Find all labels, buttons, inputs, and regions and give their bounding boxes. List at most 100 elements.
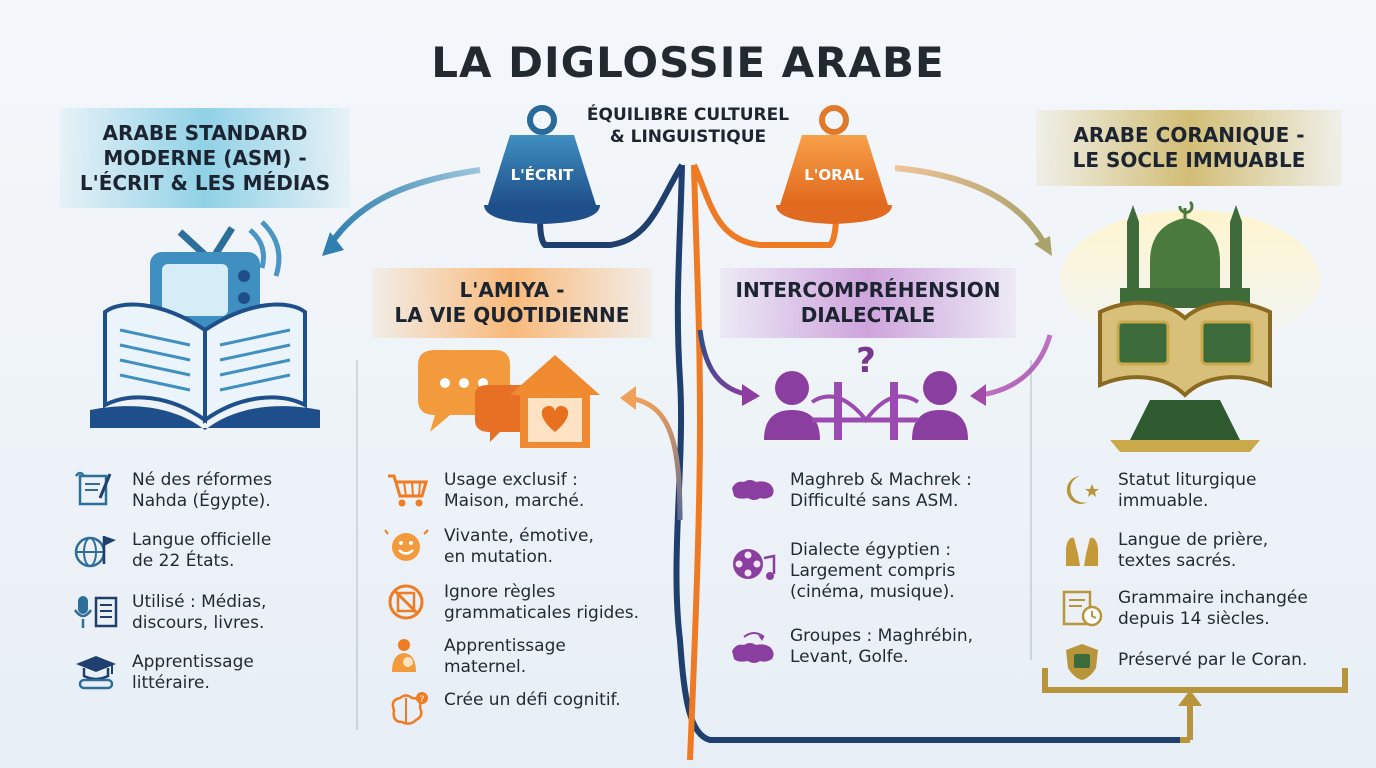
asm-title-line-2: MODERNE (ASM) - — [103, 145, 307, 170]
divider-asm-amiya — [356, 360, 358, 730]
coran-item-preserved: Préservé par le Coran. — [1058, 642, 1307, 682]
inter-title-line-1: INTERCOMPRÉHENSION — [735, 278, 1001, 302]
oral-weight — [776, 105, 892, 224]
asm-item-reforms-line-2: Nahda (Égypte). — [132, 491, 271, 511]
coran-item-liturgical-line-2: immuable. — [1118, 491, 1209, 511]
amiya-title-line-1: L'AMIYA - — [459, 278, 565, 302]
map-arrows-icon — [732, 632, 774, 663]
balance-orange-line — [687, 164, 704, 761]
page-title: LA DIGLOSSIE ARABE — [431, 38, 945, 87]
inter-item-egypt-line-3: (cinéma, musique). — [790, 582, 955, 602]
inter-item-groups-text: Groupes : Maghrébin, Levant, Golfe. — [778, 626, 973, 668]
inter-item-maghreb-line-2: Difficulté sans ASM. — [790, 491, 959, 511]
coran-item-prayer-line-2: textes sacrés. — [1118, 551, 1237, 571]
inter-item-groups-line-1: Groupes : Maghrébin, — [790, 626, 974, 646]
inter-item-maghreb: Maghreb & Machrek : Difficulté sans ASM. — [730, 470, 972, 512]
asm-item-official-line-2: de 22 États. — [132, 551, 235, 571]
arrow-up-to-amiya — [629, 395, 683, 521]
coran-item-prayer-text: Langue de prière, textes sacrés. — [1106, 530, 1268, 572]
inter-item-maghreb-text: Maghreb & Machrek : Difficulté sans ASM. — [778, 470, 972, 512]
amiya-item-cognitive-text: Crée un défi cognitif. — [432, 690, 621, 711]
asm-item-learning-line-2: littéraire. — [132, 673, 210, 693]
coran-item-grammar-line-1: Grammaire inchangée — [1118, 588, 1308, 608]
amiya-item-usage-line-1: Usage exclusif : — [444, 470, 578, 490]
coran-item-prayer-line-1: Langue de prière, — [1118, 530, 1269, 550]
arrow-to-inter-right — [979, 334, 1053, 398]
smiley-icon — [384, 529, 429, 561]
scroll-icon — [74, 471, 112, 506]
asm-item-media: Utilisé : Médias, discours, livres. — [72, 592, 266, 634]
amiya-item-living: Vivante, émotive, en mutation. — [384, 526, 594, 568]
arrow-ecrit-to-asm — [327, 167, 481, 247]
arab-map-icon — [732, 480, 774, 500]
coran-item-preserved-line-1: Préservé par le Coran. — [1118, 650, 1308, 670]
coran-item-grammar-text: Grammaire inchangée depuis 14 siècles. — [1106, 588, 1308, 630]
graduation-cap-icon — [76, 656, 116, 690]
coran-item-grammar-line-2: depuis 14 siècles. — [1118, 609, 1270, 629]
arrow-oral-to-coran — [894, 165, 1048, 247]
amiya-item-usage-line-2: Maison, marché. — [444, 491, 585, 511]
divider-inter-coran — [1030, 360, 1032, 660]
coran-banner: ARABE CORANIQUE - LE SOCLE IMMUABLE — [1036, 110, 1342, 186]
crescent-star-icon — [1066, 476, 1099, 504]
asm-item-learning-line-1: Apprentissage — [132, 652, 254, 672]
arrow-to-inter-left — [697, 329, 751, 398]
balance-title: ÉQUILIBRE CULTUREL & LINGUISTIQUE — [560, 104, 816, 148]
coran-item-preserved-text: Préservé par le Coran. — [1106, 642, 1307, 671]
coran-item-liturgical-line-1: Statut liturgique — [1118, 470, 1257, 490]
amiya-item-cognitive-line-1: Crée un défi cognitif. — [444, 690, 621, 710]
inter-item-maghreb-line-1: Maghreb & Machrek : — [790, 470, 972, 490]
quran-shield-icon — [1066, 644, 1098, 680]
asm-item-reforms: Né des réformes Nahda (Égypte). — [72, 470, 272, 512]
mosque-quran-illustration — [1060, 200, 1320, 452]
coran-bracket — [1042, 668, 1348, 693]
amiya-item-rules: Ignore règles grammaticales rigides. — [384, 582, 639, 624]
tv-book-illustration — [90, 220, 320, 430]
coran-item-liturgical: Statut liturgique immuable. — [1058, 470, 1257, 512]
amiya-item-living-line-2: en mutation. — [444, 547, 554, 567]
amiya-banner: L'AMIYA - LA VIE QUOTIDIENNE — [372, 268, 652, 338]
coran-title-line-2: LE SOCLE IMMUABLE — [1072, 148, 1306, 172]
asm-title-line-3: L'ÉCRIT & LES MÉDIAS — [79, 170, 331, 195]
balance-title-line-2: & LINGUISTIQUE — [609, 127, 767, 147]
asm-item-media-text: Utilisé : Médias, discours, livres. — [120, 592, 266, 634]
oral-weight-label: L'ORAL — [804, 166, 864, 184]
coran-item-grammar: Grammaire inchangée depuis 14 siècles. — [1058, 588, 1308, 630]
svg-text:?: ? — [856, 341, 876, 381]
ecrit-weight — [484, 105, 600, 224]
asm-item-reforms-text: Né des réformes Nahda (Égypte). — [120, 470, 272, 512]
amiya-item-living-text: Vivante, émotive, en mutation. — [432, 526, 594, 568]
asm-item-reforms-line-1: Né des réformes — [132, 470, 273, 490]
asm-item-media-line-1: Utilisé : Médias, — [132, 592, 267, 612]
svg-text:?: ? — [420, 695, 425, 705]
microphone-newspaper-icon — [73, 596, 118, 628]
amiya-item-maternal-line-2: maternel. — [444, 657, 527, 677]
globe-flag-icon — [74, 536, 116, 568]
inter-item-egypt-line-1: Dialecte égyptien : — [790, 540, 952, 560]
amiya-item-usage: Usage exclusif : Maison, marché. — [384, 470, 584, 512]
inter-title-line-2: DIALECTALE — [800, 303, 936, 327]
amiya-item-usage-text: Usage exclusif : Maison, marché. — [432, 470, 584, 512]
arrow-head-coran — [1034, 236, 1052, 256]
amiya-item-cognitive: ? Crée un défi cognitif. — [384, 690, 621, 730]
asm-item-media-line-2: discours, livres. — [132, 613, 265, 633]
no-book-icon — [388, 584, 424, 620]
inter-banner: INTERCOMPRÉHENSION DIALECTALE — [720, 268, 1016, 338]
people-bridge-illustration: ? — [764, 341, 968, 440]
praying-hands-icon — [1066, 537, 1098, 566]
inter-item-egypt-text: Dialecte égyptien : Largement compris (c… — [778, 540, 955, 603]
asm-item-learning-text: Apprentissage littéraire. — [120, 652, 254, 694]
brain-icon: ? — [391, 692, 428, 725]
amiya-item-maternal-text: Apprentissage maternel. — [432, 636, 566, 678]
amiya-item-rules-line-1: Ignore règles — [444, 582, 556, 602]
inter-item-egypt-line-2: Largement compris — [790, 561, 956, 581]
amiya-item-maternal: Apprentissage maternel. — [384, 636, 566, 678]
asm-item-official-text: Langue officielle de 22 États. — [120, 530, 271, 572]
shopping-cart-icon — [388, 474, 428, 507]
balance-title-line-1: ÉQUILIBRE CULTUREL — [586, 105, 790, 125]
asm-item-official-line-1: Langue officielle — [132, 530, 272, 550]
asm-banner: ARABE STANDARD MODERNE (ASM) - L'ÉCRIT &… — [60, 108, 350, 208]
inter-item-egypt: Dialecte égyptien : Largement compris (c… — [730, 540, 955, 603]
coran-item-prayer: Langue de prière, textes sacrés. — [1058, 530, 1268, 572]
